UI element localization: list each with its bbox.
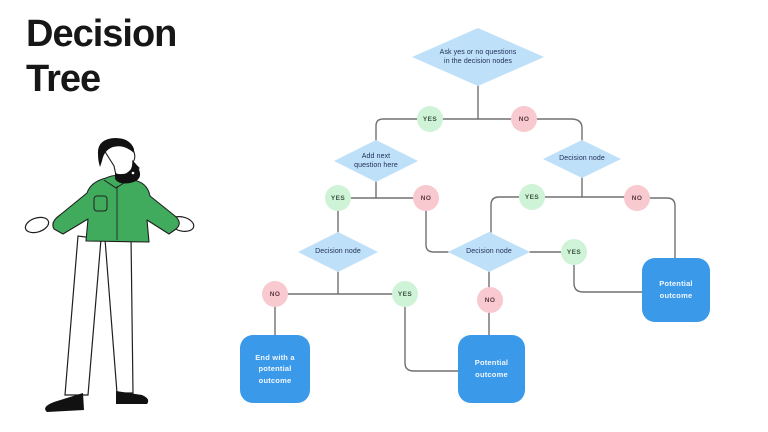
no-label: NO	[484, 296, 496, 304]
no-label: NO	[269, 290, 281, 298]
yes-label: YES	[566, 248, 582, 256]
yes-label: YES	[524, 193, 540, 201]
connector-yes3l-to-mid-box	[404, 293, 459, 372]
decision-diamond-left-label: Decision node	[315, 248, 361, 256]
person-shirt	[52, 174, 180, 243]
yes-badge-level2-left: YES	[325, 185, 351, 211]
yes-label: YES	[330, 194, 346, 202]
outcome-box-right: Potential outcome	[642, 258, 710, 322]
person-shoes	[45, 391, 149, 412]
outcome-box-end-label: End with a potential outcome	[255, 352, 295, 385]
person-beard	[115, 160, 141, 184]
title-line-1: Decision	[26, 13, 177, 55]
yes-badge-level1: YES	[417, 106, 443, 132]
no-badge-level2-right: NO	[624, 185, 650, 211]
person-pants	[64, 235, 134, 396]
person-head	[97, 138, 141, 184]
connector-no2r-to-right-box	[636, 197, 676, 259]
decision-diamond-right-label: Decision node	[559, 155, 605, 163]
title-line-2: Tree	[26, 58, 101, 100]
outcome-box-right-label: Potential outcome	[659, 279, 693, 300]
decision-diamond-add-next-label: Add next question here	[354, 152, 398, 169]
decision-diamond-mid-label: Decision node	[466, 248, 512, 256]
yes-label: YES	[397, 290, 413, 298]
connector-no2l-to-mid-diamond	[425, 197, 449, 253]
no-badge-level3-left: NO	[262, 281, 288, 307]
person-mouth	[131, 171, 135, 175]
decision-diamond-root-label: Ask yes or no questions in the decision …	[439, 48, 517, 65]
no-badge-level1: NO	[511, 106, 537, 132]
yes-badge-level3-mid: YES	[561, 239, 587, 265]
yes-badge-level2-right: YES	[519, 184, 545, 210]
no-badge-level3-mid: NO	[477, 287, 503, 313]
no-badge-level2-left: NO	[413, 185, 439, 211]
no-label: NO	[518, 115, 530, 123]
no-label: NO	[420, 194, 432, 202]
yes-label: YES	[422, 115, 438, 123]
connector-yes3m-to-right-box	[573, 251, 643, 293]
connector-yes2r-to-mid-diamond	[490, 196, 533, 233]
outcome-box-mid: Potential outcome	[458, 335, 525, 403]
yes-badge-level3-left: YES	[392, 281, 418, 307]
connector-level1	[375, 118, 583, 142]
outcome-box-mid-label: Potential outcome	[474, 358, 509, 379]
person-hair	[97, 138, 134, 167]
shirt-pocket	[93, 195, 108, 212]
outcome-box-end: End with a potential outcome	[240, 335, 310, 403]
man-illustration	[24, 138, 195, 412]
no-label: NO	[631, 194, 643, 202]
